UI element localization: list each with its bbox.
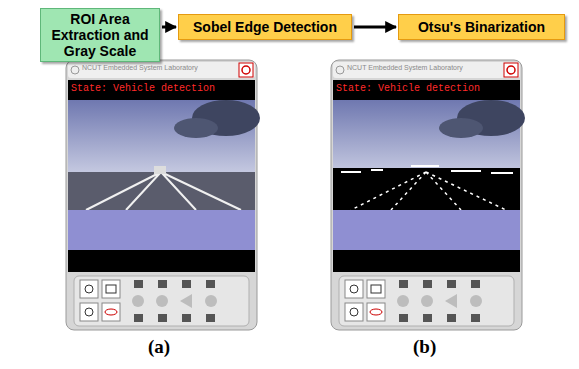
device-a [66,60,260,330]
status-text: State: Vehicle detection [336,83,480,94]
window-title: NCUT Embedded System Laboratory [347,64,463,71]
box-label: Otsu's Binarization [418,19,545,35]
device-b [331,60,525,330]
panel-label: (a) [148,336,170,358]
process-box: Otsu's Binarization [398,14,565,40]
flow-arrow [162,26,176,29]
flow-arrow [354,26,396,29]
box-label: ROI Area Extraction and Gray Scale [41,11,159,59]
process-box: Sobel Edge Detection [178,14,352,40]
status-text: State: Vehicle detection [71,83,215,94]
panel-label: (b) [413,336,436,358]
window-title: NCUT Embedded System Laboratory [82,64,198,71]
process-box-green: ROI Area Extraction and Gray Scale [40,8,160,62]
box-label: Sobel Edge Detection [193,19,337,35]
